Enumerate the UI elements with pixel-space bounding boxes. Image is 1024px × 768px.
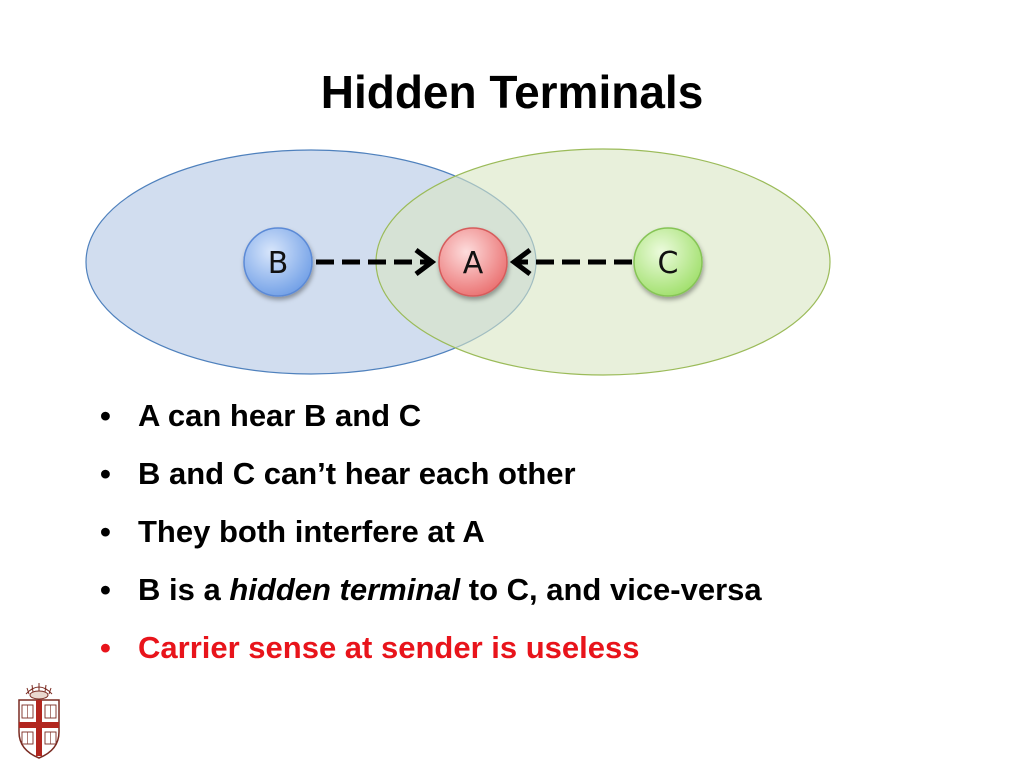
- bullet-text: They both interfere at A: [138, 514, 485, 549]
- node-c-label: C: [658, 246, 679, 281]
- bullet-text: B and C can’t hear each other: [138, 456, 576, 491]
- node-a: A: [438, 227, 508, 297]
- bullet-text-post: to C, and vice-versa: [460, 572, 762, 607]
- bullet-text: A can hear B and C: [138, 398, 422, 433]
- arrow-b-to-a: [316, 248, 437, 276]
- bullet-text: Carrier sense at sender is useless: [138, 630, 640, 665]
- bullet-item: They both interfere at A: [96, 514, 876, 550]
- bullet-list: A can hear B and C B and C can’t hear ea…: [96, 398, 876, 688]
- university-seal-logo: [18, 683, 60, 759]
- bullet-item-highlight: Carrier sense at sender is useless: [96, 630, 876, 666]
- node-b-label: B: [268, 246, 289, 281]
- bullet-item: B is a hidden terminal to C, and vice-ve…: [96, 572, 876, 608]
- node-b: B: [243, 227, 313, 297]
- bullet-item: B and C can’t hear each other: [96, 456, 876, 492]
- node-a-label: A: [463, 246, 484, 281]
- node-c: C: [633, 227, 703, 297]
- arrow-c-to-a: [509, 248, 632, 276]
- bullet-text-pre: B is a: [138, 572, 230, 607]
- slide-title: Hidden Terminals: [320, 66, 704, 118]
- bullet-item: A can hear B and C: [96, 398, 876, 434]
- bullet-text-emphasis: hidden terminal: [229, 572, 461, 607]
